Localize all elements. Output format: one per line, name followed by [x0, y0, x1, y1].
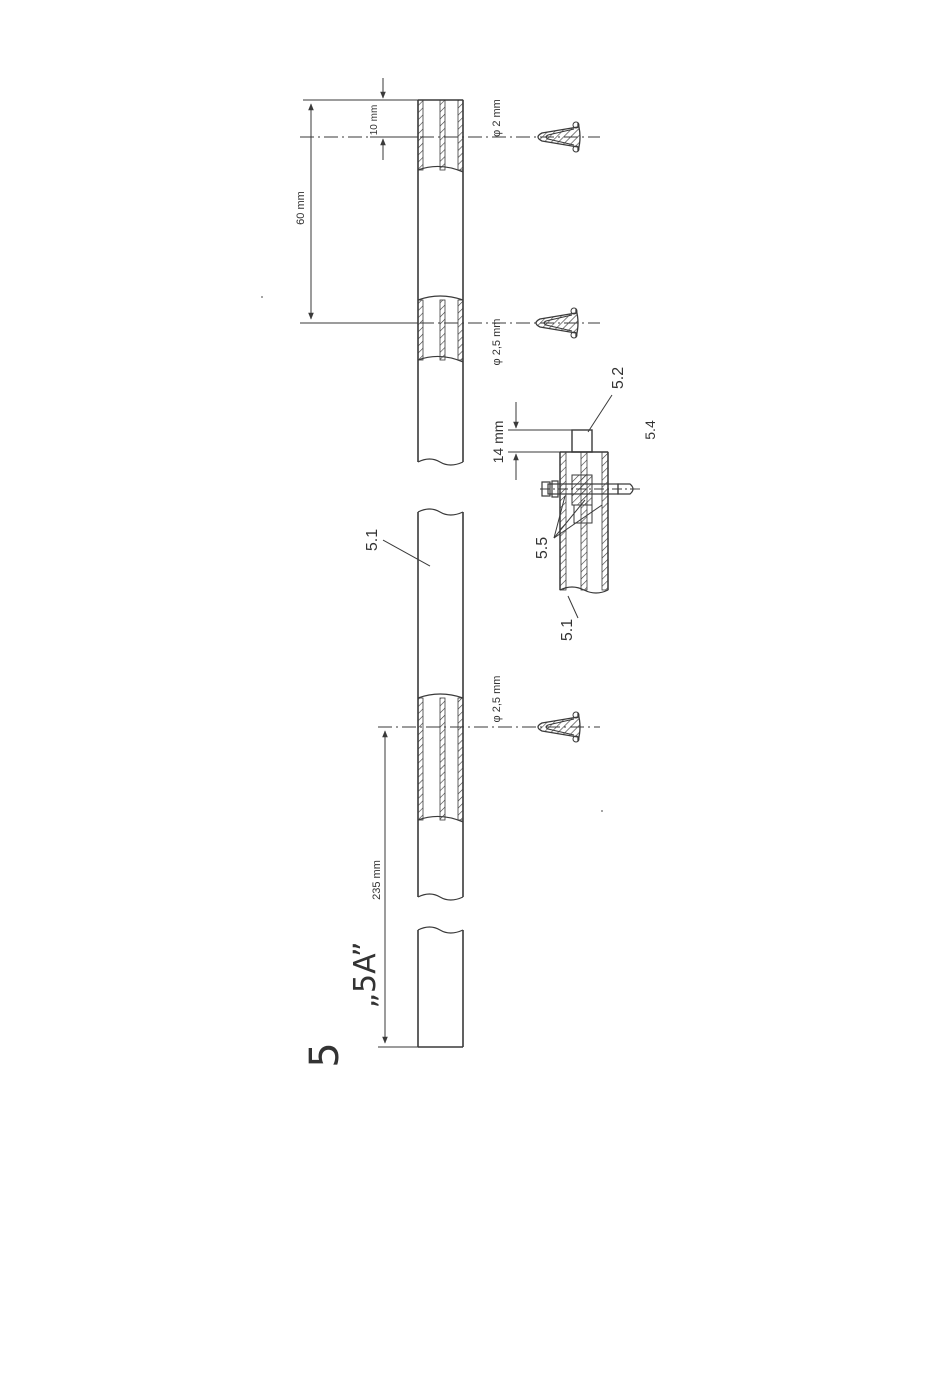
hole-section-bottom [418, 694, 463, 822]
hole-diameter-bottom-label: φ 2,5 mm [491, 676, 503, 723]
label-detail-rod: 5.1 [559, 619, 576, 641]
rod-5-1 [418, 100, 463, 1047]
dimension-14mm-label: 14 mm [490, 421, 506, 464]
rod-lower-segment [418, 930, 463, 1047]
label-part-4: 5.4 [642, 420, 658, 440]
profile-section-middle [536, 308, 578, 338]
rod-middle-break-bottom [418, 894, 463, 900]
rod-lower-break [418, 927, 463, 933]
leader-5-2 [588, 395, 612, 432]
hole-section-top [418, 100, 463, 172]
label-rod: 5.1 [364, 529, 381, 551]
scan-speck [261, 296, 263, 298]
leader-5-1 [383, 540, 430, 566]
hole-centerlines [300, 137, 600, 727]
hole-section-middle [418, 296, 463, 362]
scan-speck [601, 810, 603, 812]
leader-5-1-detail [568, 596, 578, 618]
dimension-235mm [378, 731, 418, 1047]
rod-middle-break-top [418, 509, 463, 515]
hole-diameter-top-label: φ 2 mm [491, 99, 503, 137]
dimension-60mm-label: 60 mm [295, 191, 307, 225]
detail-pin [572, 430, 592, 452]
rod-upper-break [418, 459, 463, 465]
label-screws: 5.5 [534, 537, 551, 559]
detail-assembly [540, 430, 640, 593]
hole-diameter-middle-label: φ 2,5 mm [491, 319, 503, 366]
profile-section-top [538, 122, 580, 152]
label-pin: 5.2 [610, 367, 627, 389]
dimension-60mm [303, 100, 418, 323]
dimension-235mm-label: 235 mm [371, 860, 383, 900]
profile-section-bottom [538, 712, 580, 742]
figure-variant: „5A” [348, 942, 383, 1009]
figure-number: 5 [302, 1042, 348, 1067]
dimension-10mm-label: 10 mm [369, 105, 380, 136]
